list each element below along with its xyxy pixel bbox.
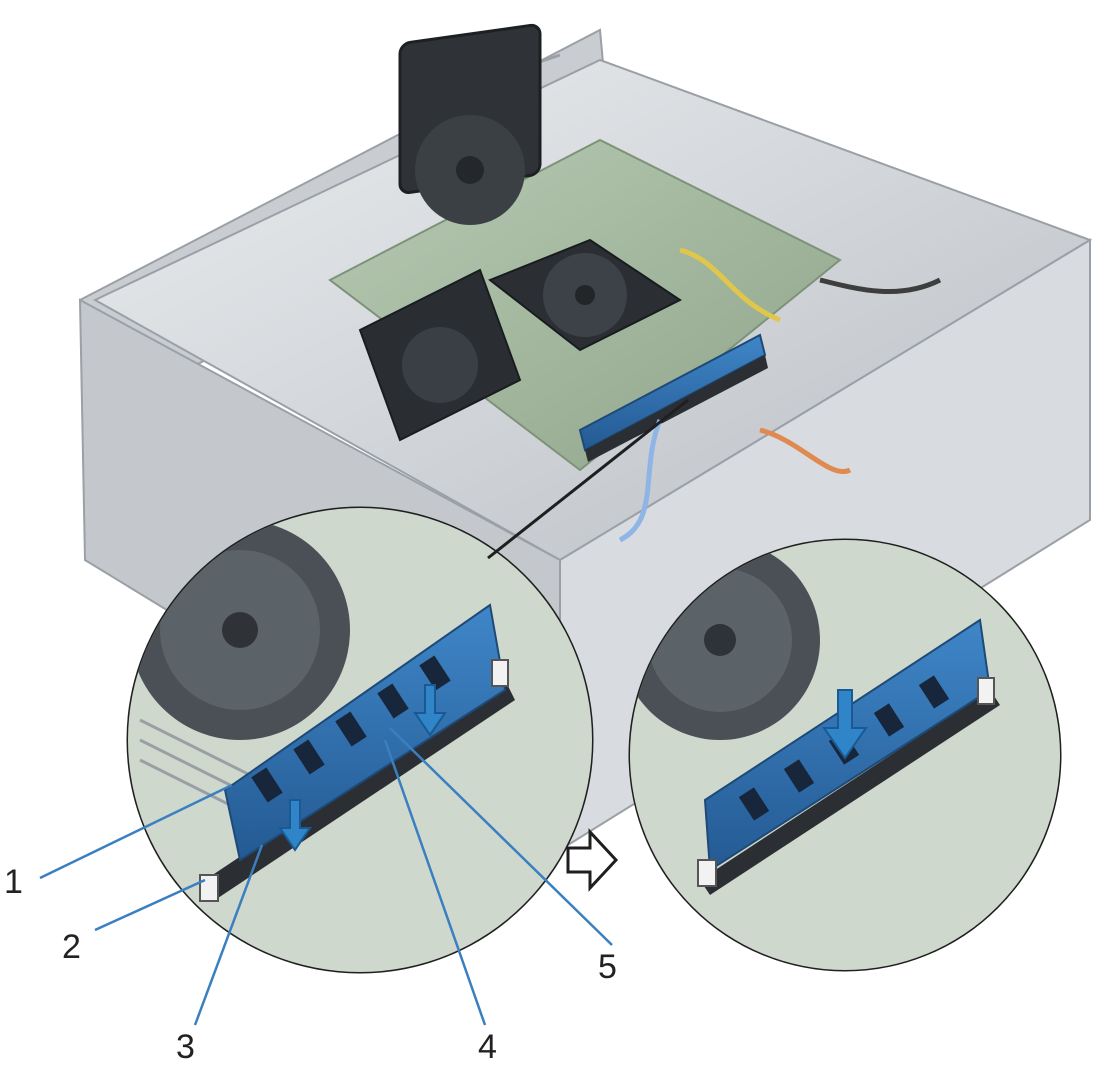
securing-clip-left (199, 874, 219, 902)
seated-slot (700, 690, 1000, 895)
leader-2 (94, 878, 206, 932)
callout-label-5: 5 (598, 948, 617, 986)
right-inset (628, 538, 1062, 972)
rear-fan (398, 23, 542, 225)
leader-1 (39, 783, 233, 880)
callout-label-2: 2 (62, 928, 81, 966)
leader-4 (383, 739, 487, 1026)
inset-slot (205, 680, 515, 900)
cpu-cooler (488, 238, 682, 352)
inset-memory-chips (251, 655, 451, 803)
callout-label-1: 1 (4, 863, 23, 901)
outline-right-arrow-icon (566, 828, 619, 892)
securing-clip-right (491, 659, 509, 687)
leader-5 (389, 727, 613, 946)
left-inset (126, 506, 594, 974)
down-arrow-icon (822, 689, 868, 760)
seated-clip-right (977, 677, 995, 705)
graphics-card (358, 268, 522, 442)
callout-label-3: 3 (176, 1028, 195, 1066)
cables (618, 247, 942, 543)
callout-label-4: 4 (478, 1028, 497, 1066)
callout-labels: 1 2 3 4 5 (4, 863, 617, 1066)
down-arrow-icon (278, 684, 447, 852)
leader-3 (193, 844, 264, 1026)
inset-connector-line (487, 398, 689, 560)
seated-clip-left (697, 859, 717, 887)
callout-leaders (39, 727, 613, 1026)
